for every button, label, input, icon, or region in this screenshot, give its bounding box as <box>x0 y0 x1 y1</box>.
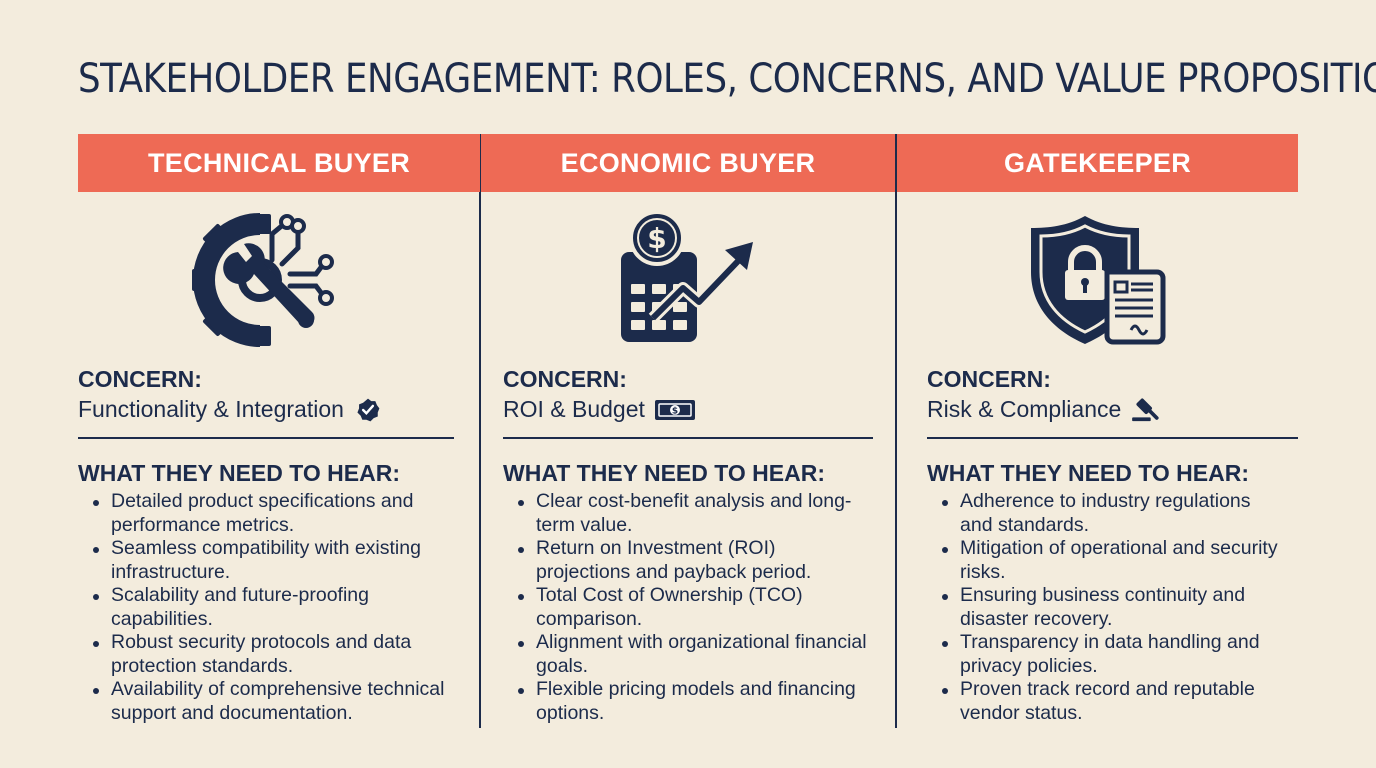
column-economic-buyer: ECONOMIC BUYER $ CONCERN: ROI & <box>481 134 895 734</box>
list-item: Return on Investment (ROI) projections a… <box>503 537 875 584</box>
list-item: Transparency in data handling and privac… <box>927 631 1287 678</box>
concern-label: CONCERN: <box>503 366 627 392</box>
concern-text: ROI & Budget <box>503 396 645 422</box>
column-divider <box>895 134 897 728</box>
list-item: Robust security protocols and data prote… <box>78 631 468 678</box>
list-item: Mitigation of operational and security r… <box>927 537 1287 584</box>
section-divider <box>503 437 873 439</box>
list-item: Alignment with organizational financial … <box>503 631 875 678</box>
need-heading: WHAT THEY NEED TO HEAR: <box>927 460 1250 486</box>
gear-wrench-circuit-icon <box>66 212 468 348</box>
column-header: GATEKEEPER <box>897 134 1298 192</box>
need-heading: WHAT THEY NEED TO HEAR: <box>78 460 401 486</box>
concern-value: Functionality & Integration <box>78 396 384 423</box>
list-item: Proven track record and reputable vendor… <box>927 678 1287 725</box>
section-divider <box>927 437 1298 439</box>
list-item: Availability of comprehensive technical … <box>78 678 468 725</box>
page-title: STAKEHOLDER ENGAGEMENT: ROLES, CONCERNS,… <box>78 56 1376 102</box>
svg-text:$: $ <box>647 222 666 255</box>
concern-text: Risk & Compliance <box>927 396 1122 422</box>
list-item: Ensuring business continuity and disaste… <box>927 584 1287 631</box>
column-divider <box>479 134 481 728</box>
need-heading: WHAT THEY NEED TO HEAR: <box>503 460 826 486</box>
concern-label: CONCERN: <box>78 366 202 392</box>
list-item: Scalability and future-proofing capabili… <box>78 584 468 631</box>
column-header: ECONOMIC BUYER <box>481 134 895 192</box>
concern-label: CONCERN: <box>927 366 1051 392</box>
list-item: Adherence to industry regulations and st… <box>927 490 1287 537</box>
banknote-icon: $ <box>654 399 695 420</box>
concern-text: Functionality & Integration <box>78 396 344 422</box>
talking-points: Detailed product specifications and perf… <box>78 490 468 725</box>
column-technical-buyer: TECHNICAL BUYER <box>78 134 480 734</box>
column-gatekeeper: GATEKEEPER CONCERN: Risk & Compliance <box>897 134 1298 734</box>
list-item: Flexible pricing models and financing op… <box>503 678 875 725</box>
concern-value: ROI & Budget $ <box>503 396 697 423</box>
talking-points: Clear cost-benefit analysis and long-ter… <box>503 490 875 725</box>
verified-badge-icon <box>357 398 380 421</box>
column-header: TECHNICAL BUYER <box>78 134 480 192</box>
calculator-dollar-growth-icon: $ <box>481 212 895 348</box>
section-divider <box>78 437 454 439</box>
shield-lock-document-icon <box>897 212 1298 348</box>
list-item: Clear cost-benefit analysis and long-ter… <box>503 490 875 537</box>
gavel-icon <box>1132 398 1159 421</box>
list-item: Detailed product specifications and perf… <box>78 490 468 537</box>
concern-value: Risk & Compliance <box>927 396 1165 423</box>
list-item: Total Cost of Ownership (TCO) comparison… <box>503 584 875 631</box>
svg-text:$: $ <box>672 406 678 416</box>
talking-points: Adherence to industry regulations and st… <box>927 490 1287 725</box>
list-item: Seamless compatibility with existing inf… <box>78 537 468 584</box>
